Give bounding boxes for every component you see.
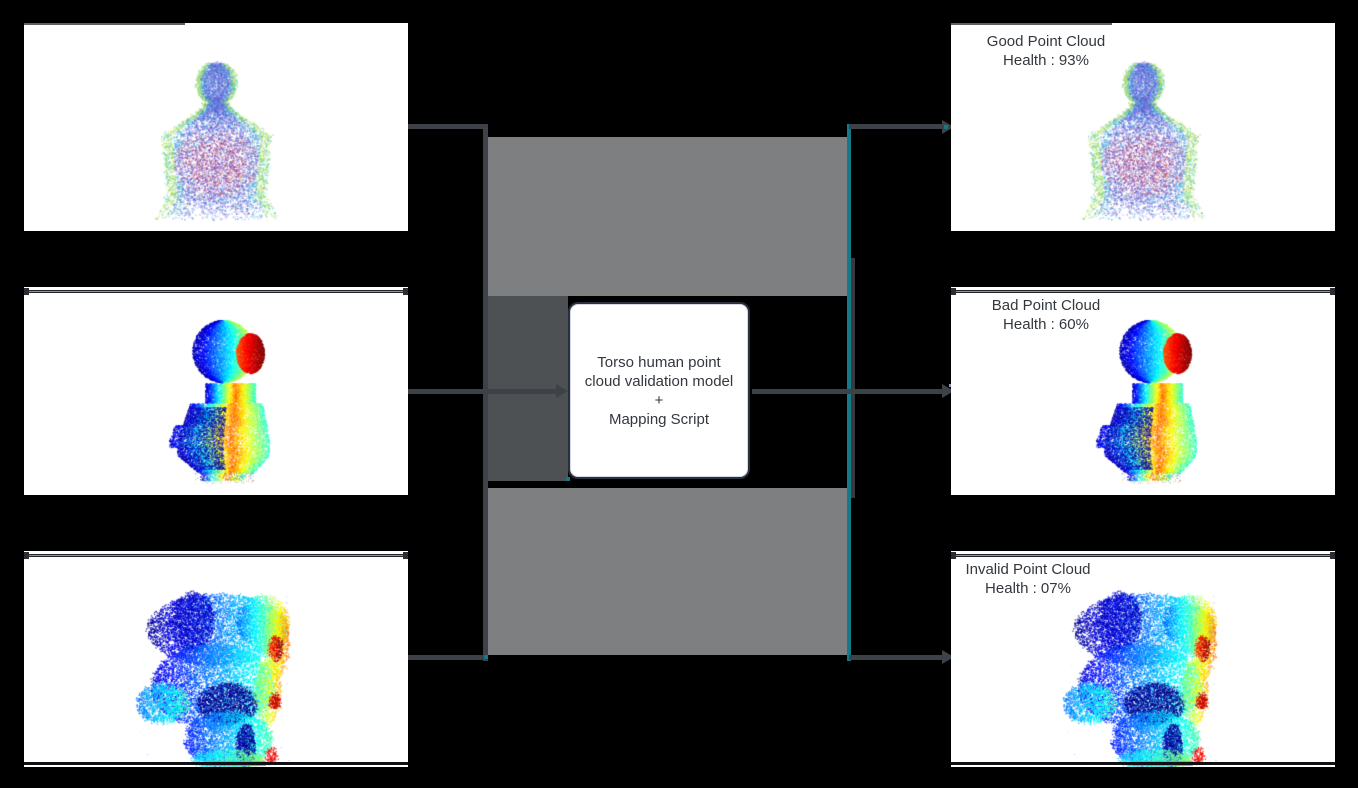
model-node-label: Torso human point cloud validation model… [585, 353, 733, 429]
point-cloud-image [951, 23, 1335, 231]
point-cloud-image [24, 551, 408, 767]
panel-output-invalid: Invalid Point Cloud Health : 07% [951, 551, 1335, 767]
caption-health: Health : 60% [1003, 316, 1089, 333]
panel-input-invalid [24, 551, 408, 767]
handle-dot [484, 655, 488, 659]
arrow-input-middle [408, 389, 556, 394]
panel-input-bad [24, 287, 408, 495]
handle-dot [949, 384, 952, 387]
panel-bottom-border [24, 762, 408, 765]
model-line: Torso human point [597, 353, 721, 371]
processing-block-top [487, 137, 847, 296]
handle-dot [944, 125, 948, 129]
arrow-output-middle [752, 389, 942, 394]
caption-health: Health : 07% [985, 580, 1071, 597]
arrow-output-bottom [849, 655, 942, 660]
processing-block-bottom [487, 488, 847, 655]
point-cloud-image [951, 287, 1335, 495]
point-cloud-image [951, 551, 1335, 767]
panel-caption: Good Point Cloud Health : 93% [957, 32, 1135, 70]
output-branch-line-shadow [851, 258, 855, 498]
model-node: Torso human point cloud validation model… [568, 302, 750, 479]
caption-health: Health : 93% [1003, 52, 1089, 69]
panel-output-bad: Bad Point Cloud Health : 60% [951, 287, 1335, 495]
model-line: + [654, 391, 664, 409]
caption-title: Invalid Point Cloud [965, 561, 1091, 578]
panel-caption: Invalid Point Cloud Health : 07% [953, 560, 1103, 598]
model-line: Mapping Script [608, 410, 710, 428]
point-cloud-image [24, 287, 408, 495]
arrow-input-bottom [408, 655, 487, 660]
arrow-input-top [408, 124, 487, 129]
caption-title: Bad Point Cloud [991, 297, 1101, 314]
point-cloud-image [24, 23, 408, 231]
model-line: cloud validation model [584, 372, 734, 390]
panel-input-good [24, 23, 408, 231]
panel-caption: Bad Point Cloud Health : 60% [957, 296, 1135, 334]
processing-block-middle [487, 296, 568, 481]
arrowhead-into-model-icon [556, 384, 568, 398]
handle-dot [566, 477, 570, 481]
panel-bottom-border [951, 762, 1335, 765]
caption-title: Good Point Cloud [986, 33, 1106, 50]
arrow-output-top [849, 124, 942, 129]
panel-output-good: Good Point Cloud Health : 93% [951, 23, 1335, 231]
